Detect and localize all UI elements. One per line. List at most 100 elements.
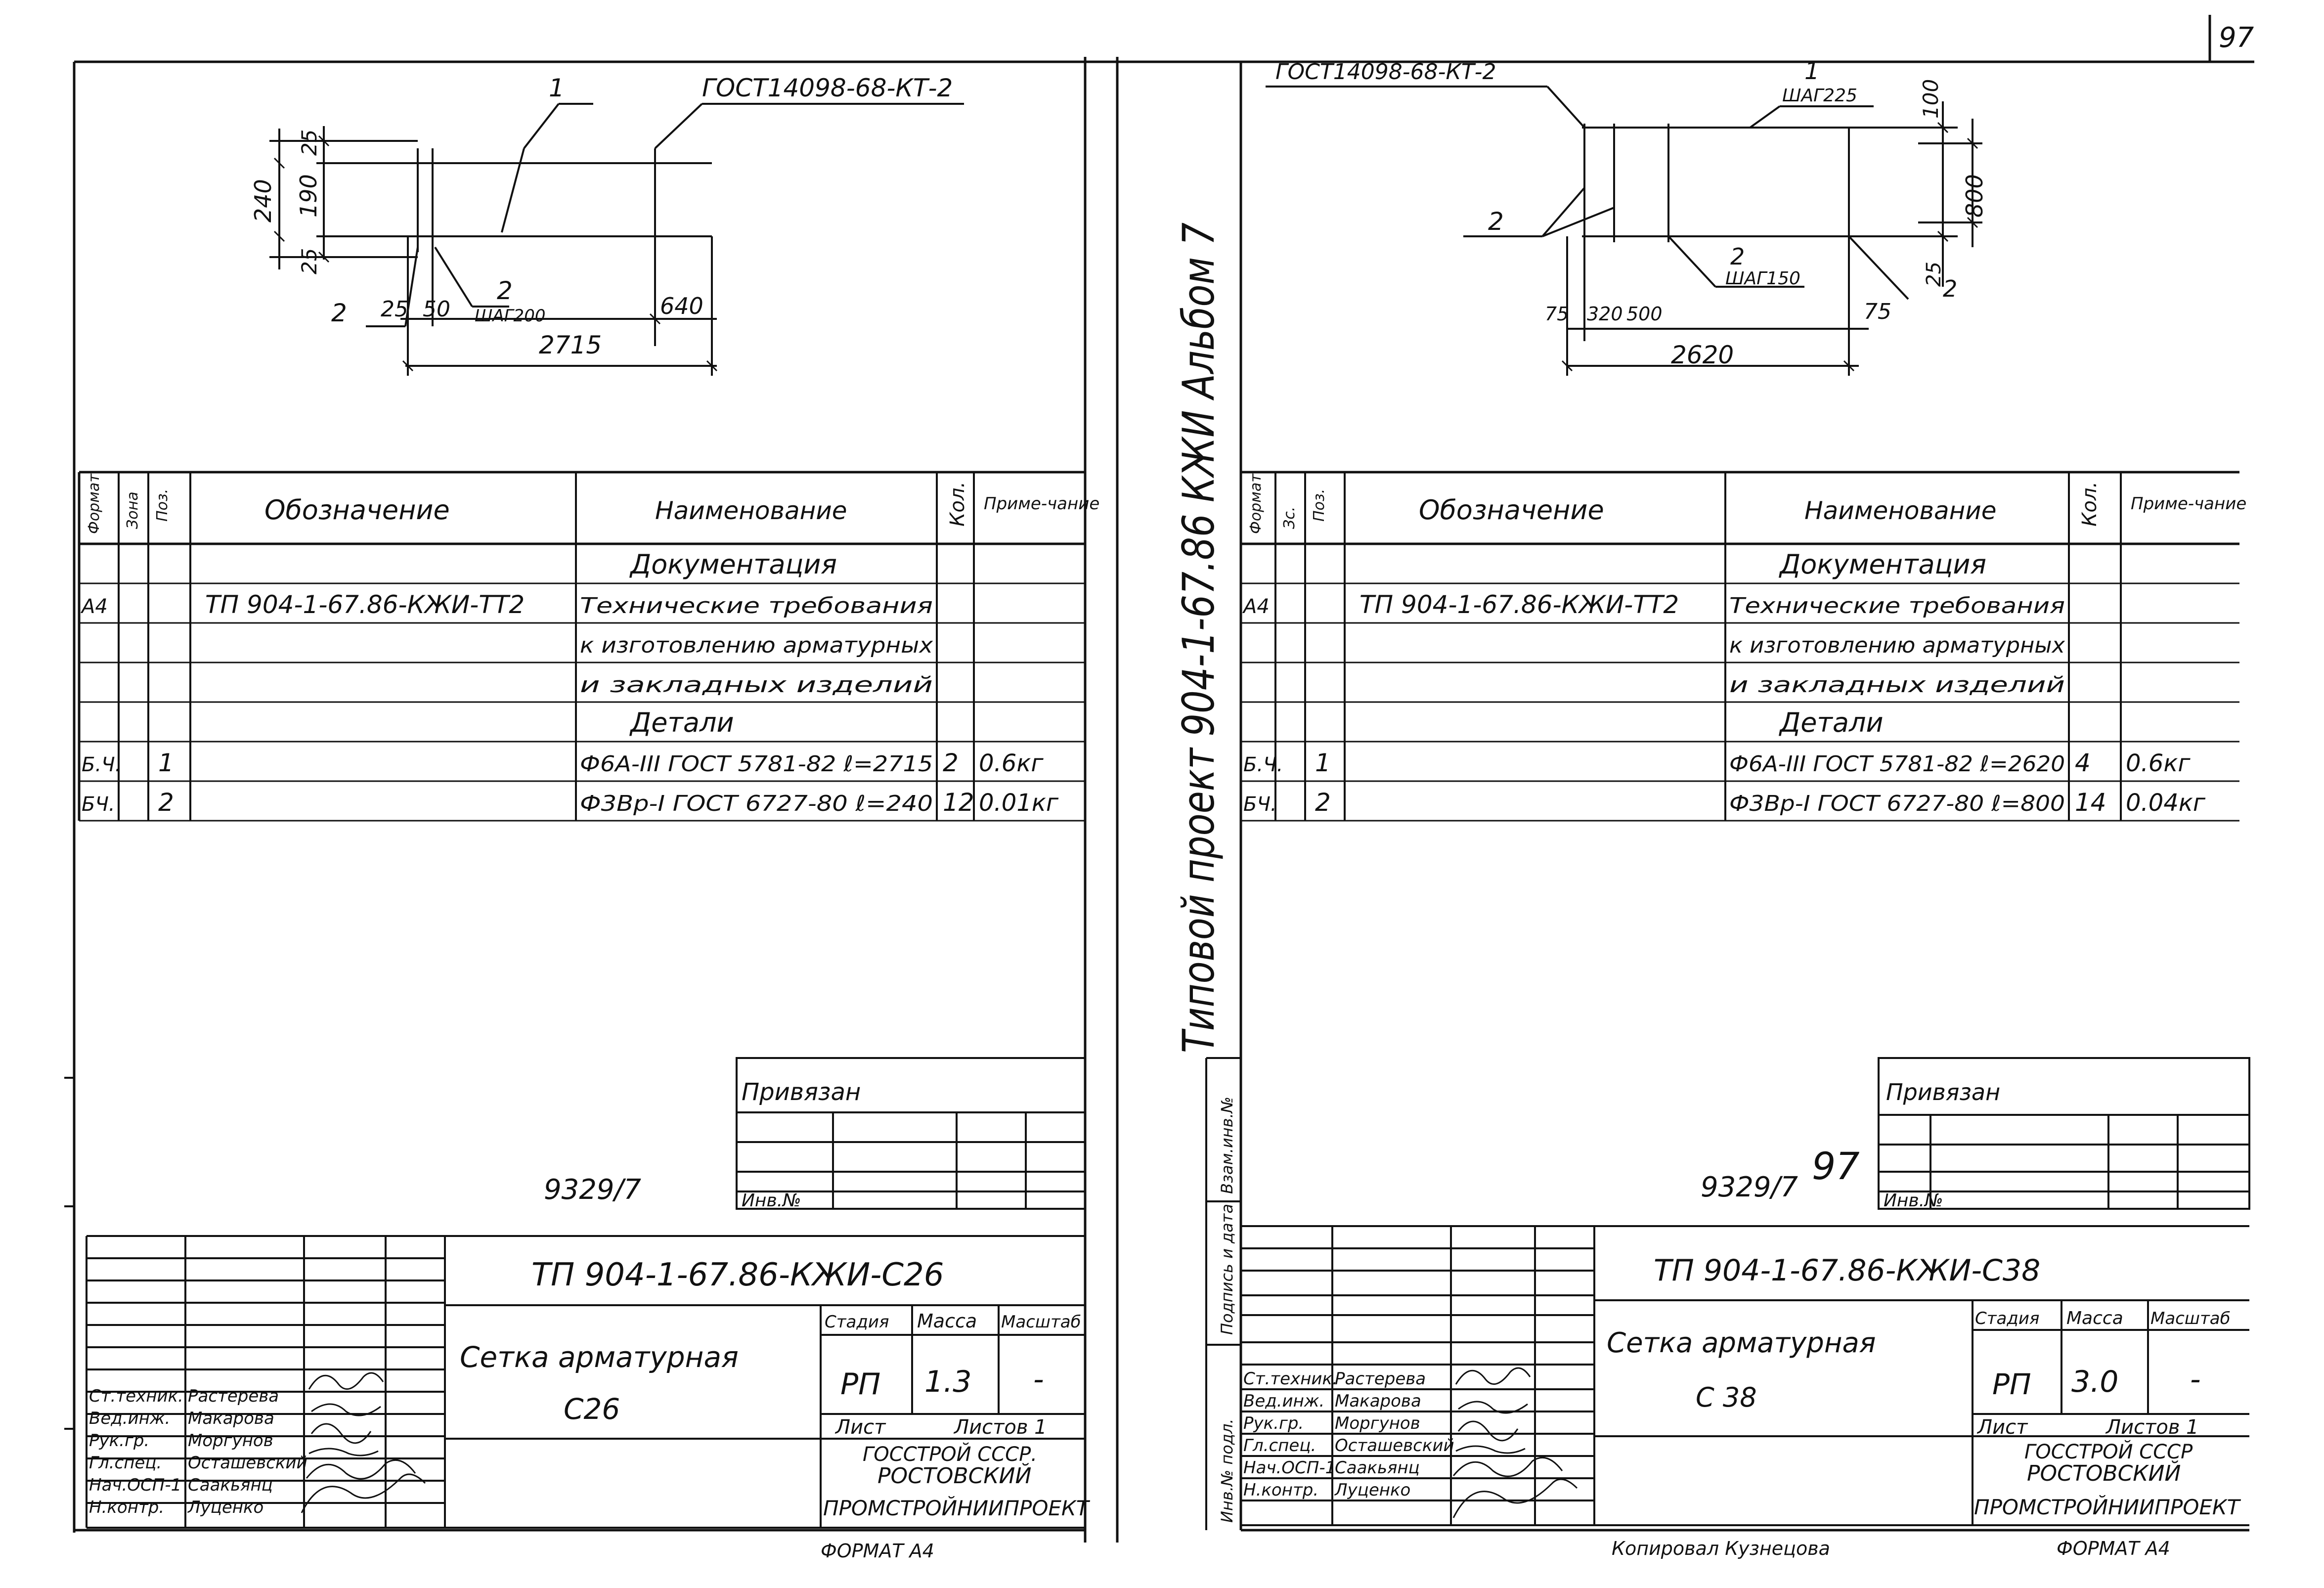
spec-cell-format: Б.Ч. [1243, 753, 1283, 776]
right-inv-label: Инв.№ [1884, 1191, 1943, 1211]
spec-cell-name: к изготовлению арматурных [1729, 633, 2065, 658]
left-step-label: ШАГ200 [475, 306, 545, 326]
right-title-block [1241, 1225, 2249, 1526]
side-label-vzam: Взам.инв.№ [1218, 1097, 1236, 1194]
right-stamp-number: 9329/7 [1701, 1171, 1798, 1203]
right-signatures-list: Ст.техник.РастереваВед.инж.МакароваРук.г… [1243, 1369, 1454, 1500]
left-privyazan-box [736, 1057, 1086, 1210]
right-dim-320: 320 [1587, 303, 1623, 325]
left-signatures [301, 1372, 426, 1513]
signatory-role: Ст.техник. [1243, 1369, 1338, 1389]
left-header-zone: Зона [124, 491, 141, 529]
signatory-name: Осташевский [1335, 1436, 1454, 1456]
signatory-role: Вед.инж. [89, 1409, 170, 1428]
spec-cell-pos: 2 [1315, 788, 1331, 817]
signatory-name: Макарова [188, 1409, 274, 1428]
spec-cell-pos: 1 [158, 749, 174, 777]
spec-cell-designation: ТП 904-1-67.86-КЖИ-ТТ2 [205, 590, 525, 619]
left-dim-640: 640 [660, 293, 703, 319]
right-pos2-label-b: 2 [1730, 243, 1745, 270]
spec-cell-format: Б.Ч. [82, 753, 121, 776]
right-header-format: Формат [1247, 473, 1265, 534]
right-org-line2: РОСТОВСКИЙ [2027, 1460, 2181, 1486]
right-dim-25: 25 [1923, 262, 1945, 287]
right-dim-800: 800 [1961, 174, 1988, 218]
signatory-name: Луценко [1334, 1480, 1410, 1500]
signatory-name: Растерева [1335, 1369, 1426, 1389]
left-title-line1: Сетка арматурная [460, 1340, 739, 1374]
right-privyazan-box [1878, 1057, 2250, 1210]
footer-right-format: ФОРМАТ А4 [2057, 1538, 2170, 1559]
spec-cell-qty: 14 [2075, 788, 2106, 817]
signatory-name: Саакьянц [1335, 1458, 1420, 1478]
left-org-line1: ГОССТРОЙ СССР. [863, 1442, 1037, 1466]
left-scale-value: - [1033, 1362, 1044, 1397]
vertical-album-title: Типовой проект 904-1-67.86 КЖИ Альбом 7 [1173, 222, 1224, 1053]
right-header-zone: Зс. [1281, 507, 1298, 529]
right-pos2-label-a: 2 [1488, 207, 1504, 236]
left-org-line2: РОСТОВСКИЙ [877, 1462, 1031, 1489]
signatory-name: Макарова [1335, 1391, 1421, 1411]
signatory-role: Н.контр. [1243, 1480, 1318, 1500]
right-stage-label: Стадия [1975, 1309, 2039, 1328]
left-title-line2: С26 [564, 1392, 620, 1426]
left-inv-label: Инв.№ [742, 1191, 801, 1211]
left-sheet-label: Лист [834, 1416, 886, 1439]
spec-cell-name: Детали [629, 707, 734, 738]
spec-cell-name: Ф6А-III ГОСТ 5781-82 ℓ=2620 [1729, 751, 2065, 777]
left-signatures-list: Ст.техник.РастереваВед.инж.МакароваРук.г… [89, 1386, 307, 1517]
left-doc-code: ТП 904-1-67.86-КЖИ-С26 [531, 1257, 944, 1293]
spec-cell-name: Ф3Вр-I ГОСТ 6727-80 ℓ=800 [1729, 791, 2065, 816]
spec-cell-note: 0.6кг [2126, 750, 2191, 777]
left-dim-190: 190 [295, 174, 322, 218]
right-step2-label: ШАГ150 [1725, 268, 1800, 289]
right-mesh-drawing: ГОСТ14098-68-КТ-2 1 ШАГ225 100 800 2 2 Ш… [1266, 57, 1988, 376]
left-stage-label: Стадия [825, 1312, 889, 1332]
right-dim-2620: 2620 [1671, 341, 1734, 369]
right-dim-100: 100 [1919, 79, 1943, 119]
signatory-role: Рук.гр. [89, 1431, 149, 1451]
left-dim-25-bottom: 25 [297, 248, 321, 274]
signatory-role: Нач.ОСП-1 [1243, 1458, 1336, 1478]
left-header-designation: Обозначение [264, 494, 450, 526]
signatory-name: Луценко [187, 1498, 263, 1517]
left-dim-240: 240 [250, 179, 276, 222]
spec-cell-name: к изготовлению арматурных [580, 633, 933, 658]
right-pos2-label-c: 2 [1943, 275, 1957, 302]
left-sheets-label: Листов 1 [953, 1416, 1047, 1439]
spec-cell-pos: 1 [1315, 749, 1331, 777]
signatory-name: Осташевский [188, 1453, 307, 1473]
right-org-line3: ПРОМСТРОЙНИИПРОЕКТ [1974, 1495, 2241, 1519]
spec-cell-note: 0.6кг [979, 750, 1044, 777]
signatory-role: Рук.гр. [1243, 1413, 1304, 1433]
signatory-name: Моргунов [1335, 1413, 1420, 1433]
signatory-role: Н.контр. [89, 1498, 164, 1517]
spec-cell-name: Документация [1779, 549, 1986, 580]
left-header-format: Формат [86, 473, 103, 534]
left-stamp-number: 9329/7 [544, 1174, 641, 1206]
left-mass-label: Масса [917, 1310, 977, 1332]
left-stage-value: РП [840, 1367, 880, 1402]
signatory-name: Моргунов [188, 1431, 273, 1451]
spec-cell-pos: 2 [158, 788, 174, 817]
signatory-role: Гл.спец. [89, 1453, 162, 1473]
left-dim-50: 50 [423, 297, 450, 322]
right-header-pos: Поз. [1311, 489, 1328, 522]
left-title-block [86, 1235, 1085, 1529]
sheet-frame [73, 15, 2254, 1543]
left-dim-25-top: 25 [297, 130, 321, 156]
right-dim-75-left: 75 [1545, 303, 1569, 325]
left-pos2-label: 2 [331, 299, 347, 327]
left-header-note: Приме-чание [984, 494, 1099, 514]
right-title-line2: С 38 [1696, 1382, 1757, 1413]
side-label-invpodl: Инв.№ подл. [1218, 1418, 1236, 1523]
spec-cell-name: и закладных изделий [1729, 672, 2065, 698]
right-sheets-label: Листов 1 [2105, 1416, 2199, 1439]
side-label-podpis: Подпись и дата [1218, 1204, 1236, 1335]
spec-cell-name: Детали [1779, 707, 1884, 738]
right-dim-75-right: 75 [1864, 299, 1891, 324]
right-gost-label: ГОСТ14098-68-КТ-2 [1275, 59, 1496, 85]
